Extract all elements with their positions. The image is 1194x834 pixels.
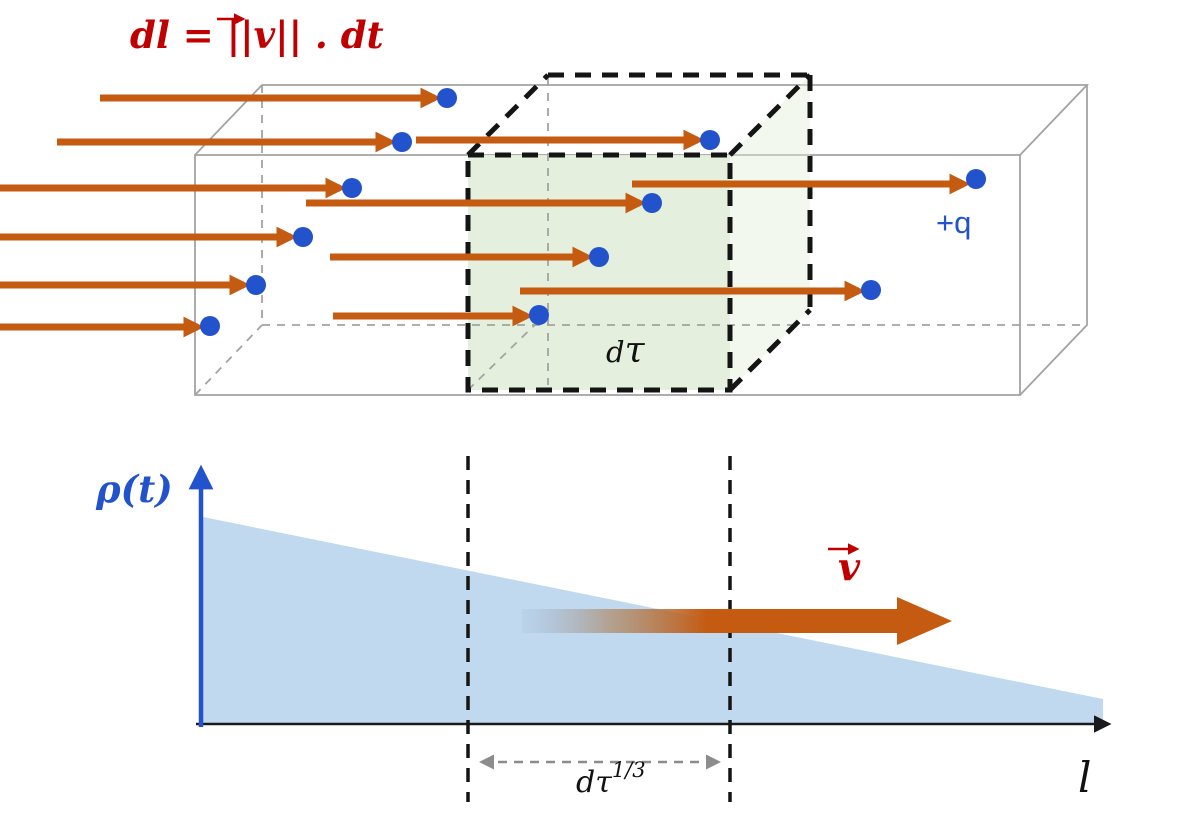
charge	[0, 226, 313, 248]
charge-dot	[700, 130, 720, 150]
charge-dot	[589, 247, 609, 267]
volume-element	[468, 75, 810, 390]
charge	[632, 169, 986, 195]
charge	[333, 305, 549, 327]
charge	[416, 129, 720, 151]
dl-formula-label: dl = ||v|| . dt	[130, 13, 384, 58]
density-axis-label: ρ(t)	[95, 467, 173, 511]
charge	[0, 316, 220, 338]
volume-front-face	[468, 155, 730, 390]
volume-top-right-edge	[728, 73, 812, 157]
charge-dot	[392, 132, 412, 152]
charge-dot	[529, 305, 549, 325]
conductor-box	[194, 84, 1090, 396]
charge-dot	[437, 88, 457, 108]
charge	[57, 131, 412, 153]
velocity-label: v	[838, 544, 861, 589]
charge	[520, 280, 881, 302]
charge	[330, 246, 609, 268]
density-graph: ρ(t) v l dτ1/3	[95, 456, 1112, 802]
charge	[0, 177, 362, 199]
charge-dot	[246, 275, 266, 295]
volume-hidden-diagonal-edge	[467, 311, 549, 391]
charge	[100, 87, 457, 109]
volume-right-face	[730, 75, 810, 390]
velocity-arrow	[522, 597, 952, 645]
charge-dot	[642, 193, 662, 213]
volume-label: dτ	[606, 330, 646, 371]
charge-dot	[966, 169, 986, 189]
charge	[306, 192, 662, 214]
width-measure-label: dτ1/3	[576, 758, 646, 800]
charge	[0, 274, 266, 296]
volume-top-left-edge	[466, 73, 550, 157]
charge-dot	[861, 280, 881, 300]
volume-element-edges	[465, 72, 813, 393]
box-top-face	[194, 84, 1090, 156]
box-right-face	[1019, 85, 1088, 396]
charges	[0, 87, 986, 338]
box-bottom-left-depth-edge	[194, 324, 263, 396]
length-axis-label: l	[1078, 753, 1091, 802]
volume-bottom-right-edge	[728, 308, 812, 392]
charge-dot	[342, 178, 362, 198]
charge-dot	[200, 316, 220, 336]
charge-label: +q	[936, 205, 971, 240]
charge-dot	[293, 227, 313, 247]
